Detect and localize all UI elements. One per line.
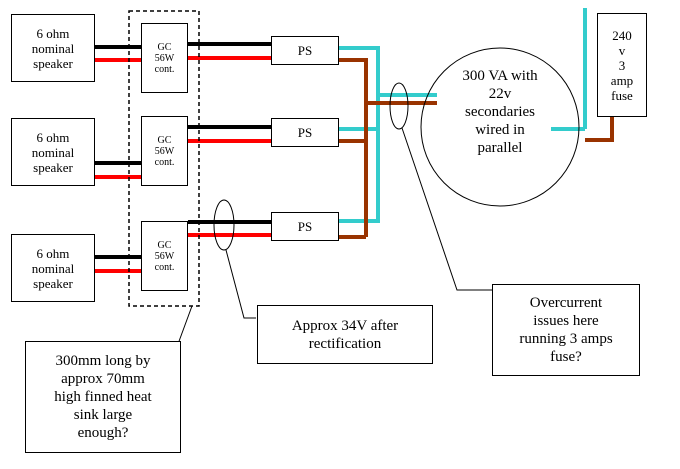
leader-lines [177, 127, 492, 345]
power-supply-2-label: PS [297, 124, 313, 140]
amp-2: GC 56W cont. [141, 116, 188, 186]
amp-2-label: GC 56W cont. [154, 134, 175, 168]
callout-overcurrent: Overcurrent issues here running 3 amps f… [492, 284, 640, 376]
ellipse-ps-wires [213, 199, 235, 251]
amp-3-label: GC 56W cont. [154, 239, 175, 273]
amp-3: GC 56W cont. [141, 221, 188, 291]
dc-return-wire-1 [338, 58, 368, 237]
speaker-wires [95, 45, 141, 273]
dc-feed-wires [338, 8, 587, 223]
amp-1: GC 56W cont. [141, 23, 188, 93]
fuse-wire [585, 117, 614, 142]
ellipse-transformer-wires [389, 82, 409, 130]
dc-feed-wire-3 [338, 48, 380, 223]
power-supply-1: PS [271, 36, 339, 65]
fuse-label: 240 v 3 amp fuse [610, 27, 634, 103]
power-supply-2: PS [271, 118, 339, 147]
transformer [420, 47, 580, 207]
speaker-2-label: 6 ohm nominal speaker [31, 129, 75, 175]
power-supply-3-label: PS [297, 218, 313, 234]
speaker-2: 6 ohm nominal speaker [11, 118, 95, 186]
amp-ps-wires [188, 42, 272, 237]
speaker-1-label: 6 ohm nominal speaker [31, 25, 75, 71]
leader-overcurrent [401, 127, 492, 291]
fuse-box: 240 v 3 amp fuse [597, 13, 647, 117]
leader-voltage [225, 249, 256, 319]
transformer-label: 300 VA with 22v secondaries wired in par… [462, 68, 538, 156]
speaker-3-label: 6 ohm nominal speaker [31, 245, 75, 291]
leader-heatsink [177, 305, 193, 345]
amp-1-label: GC 56W cont. [154, 41, 175, 75]
dc-feed-wire-1 [338, 46, 380, 95]
callout-heatsink: 300mm long by approx 70mm high finned he… [25, 341, 181, 453]
power-supply-3: PS [271, 212, 339, 241]
speaker-1: 6 ohm nominal speaker [11, 14, 95, 82]
callout-voltage: Approx 34V after rectification [257, 305, 433, 364]
power-supply-1-label: PS [297, 42, 313, 58]
heatsink-outline [128, 10, 200, 307]
speaker-3: 6 ohm nominal speaker [11, 234, 95, 302]
